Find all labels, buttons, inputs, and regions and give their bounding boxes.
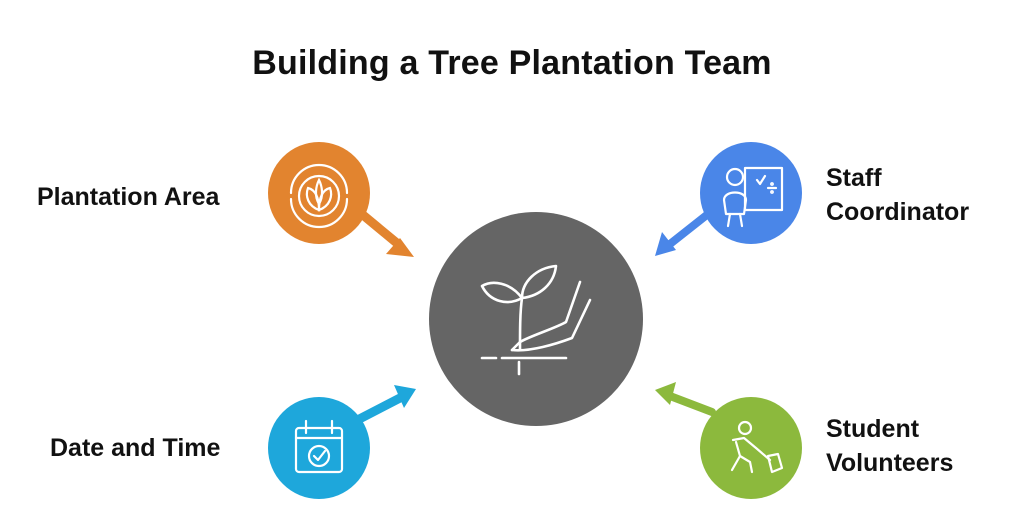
plantation-area-label: Plantation Area [37,183,220,211]
teacher-at-board-icon [722,166,784,228]
worker-with-shovel-icon [730,420,784,474]
calendar-check-icon [294,419,344,474]
center-node [429,212,643,426]
hand-planting-seedling-icon [480,264,592,376]
staff-coordinator-label-line2: Coordinator [826,198,970,226]
sprout-in-circle-icon [289,163,349,229]
date-and-time-label: Date and Time [50,434,221,462]
diagram-title: Building a Tree Plantation Team [252,44,772,82]
arrow-student-volunteers [655,382,716,416]
staff-coordinator-label-line1: Staff [826,164,882,192]
student-volunteers-label: Student Volunteers [826,412,953,480]
plantation-area-node [268,142,370,244]
staff-coordinator-label: Staff Coordinator [826,161,969,229]
student-volunteers-label-line2: Volunteers [826,449,954,477]
student-volunteers-label-line1: Student [826,415,920,443]
date-and-time-node [268,397,370,499]
staff-coordinator-node [700,142,802,244]
arrow-staff-coordinator [655,210,712,256]
student-volunteers-node [700,397,802,499]
